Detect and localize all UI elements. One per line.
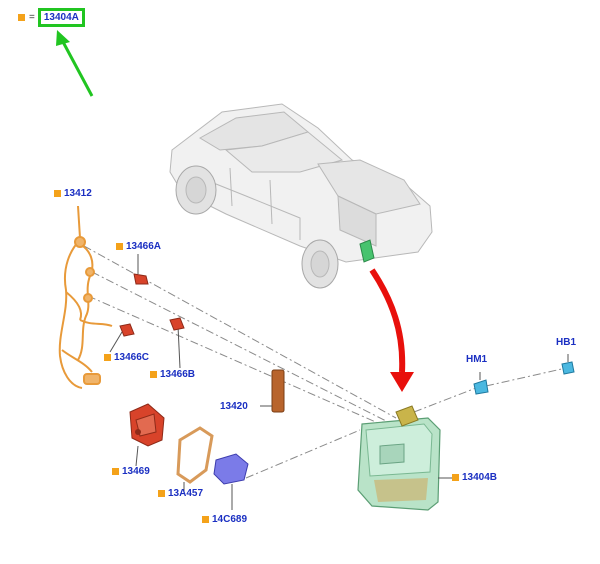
marker-square-icon (54, 190, 61, 197)
label-14C689: 14C689 (202, 514, 247, 525)
label-13469: 13469 (112, 466, 150, 477)
marker-square-icon (452, 474, 459, 481)
connector-14C689 (213, 453, 249, 510)
legend-equals: = (29, 12, 35, 23)
marker-square-icon (158, 490, 165, 497)
tail-lamp-13404B (357, 405, 456, 511)
label-HB1: HB1 (556, 337, 577, 348)
vehicle-illustration (169, 103, 433, 289)
fastener-HB1 (561, 354, 575, 375)
label-13466C: 13466C (104, 352, 149, 363)
bulb-socket-13466C (109, 323, 135, 353)
label-13412: 13412 (54, 188, 92, 199)
fastener-HM1 (473, 372, 489, 395)
green-pointer-arrow (56, 30, 94, 97)
legend-part-number: 13404A (37, 8, 85, 27)
label-13466B: 13466B (150, 369, 195, 380)
label-13420: 13420 (220, 401, 248, 412)
bracket-13469 (129, 403, 165, 467)
marker-square-icon (116, 243, 123, 250)
marker-square-icon (202, 516, 209, 523)
gasket-13420 (260, 369, 285, 413)
bulb-socket-13466A (133, 254, 149, 285)
label-HM1: HM1 (466, 354, 488, 365)
label-13466A: 13466A (116, 241, 161, 252)
marker-square-icon (18, 14, 25, 21)
red-pointer-arrow (369, 268, 414, 392)
marker-square-icon (150, 371, 157, 378)
seal-13A457 (176, 426, 214, 492)
marker-square-icon (104, 354, 111, 361)
legend-key: = 13404A (18, 8, 85, 27)
wiring-harness-13412 (58, 205, 113, 389)
label-13A457: 13A457 (158, 488, 203, 499)
label-13404B: 13404B (452, 472, 497, 483)
bulb-socket-13466B (169, 317, 185, 369)
marker-square-icon (112, 468, 119, 475)
